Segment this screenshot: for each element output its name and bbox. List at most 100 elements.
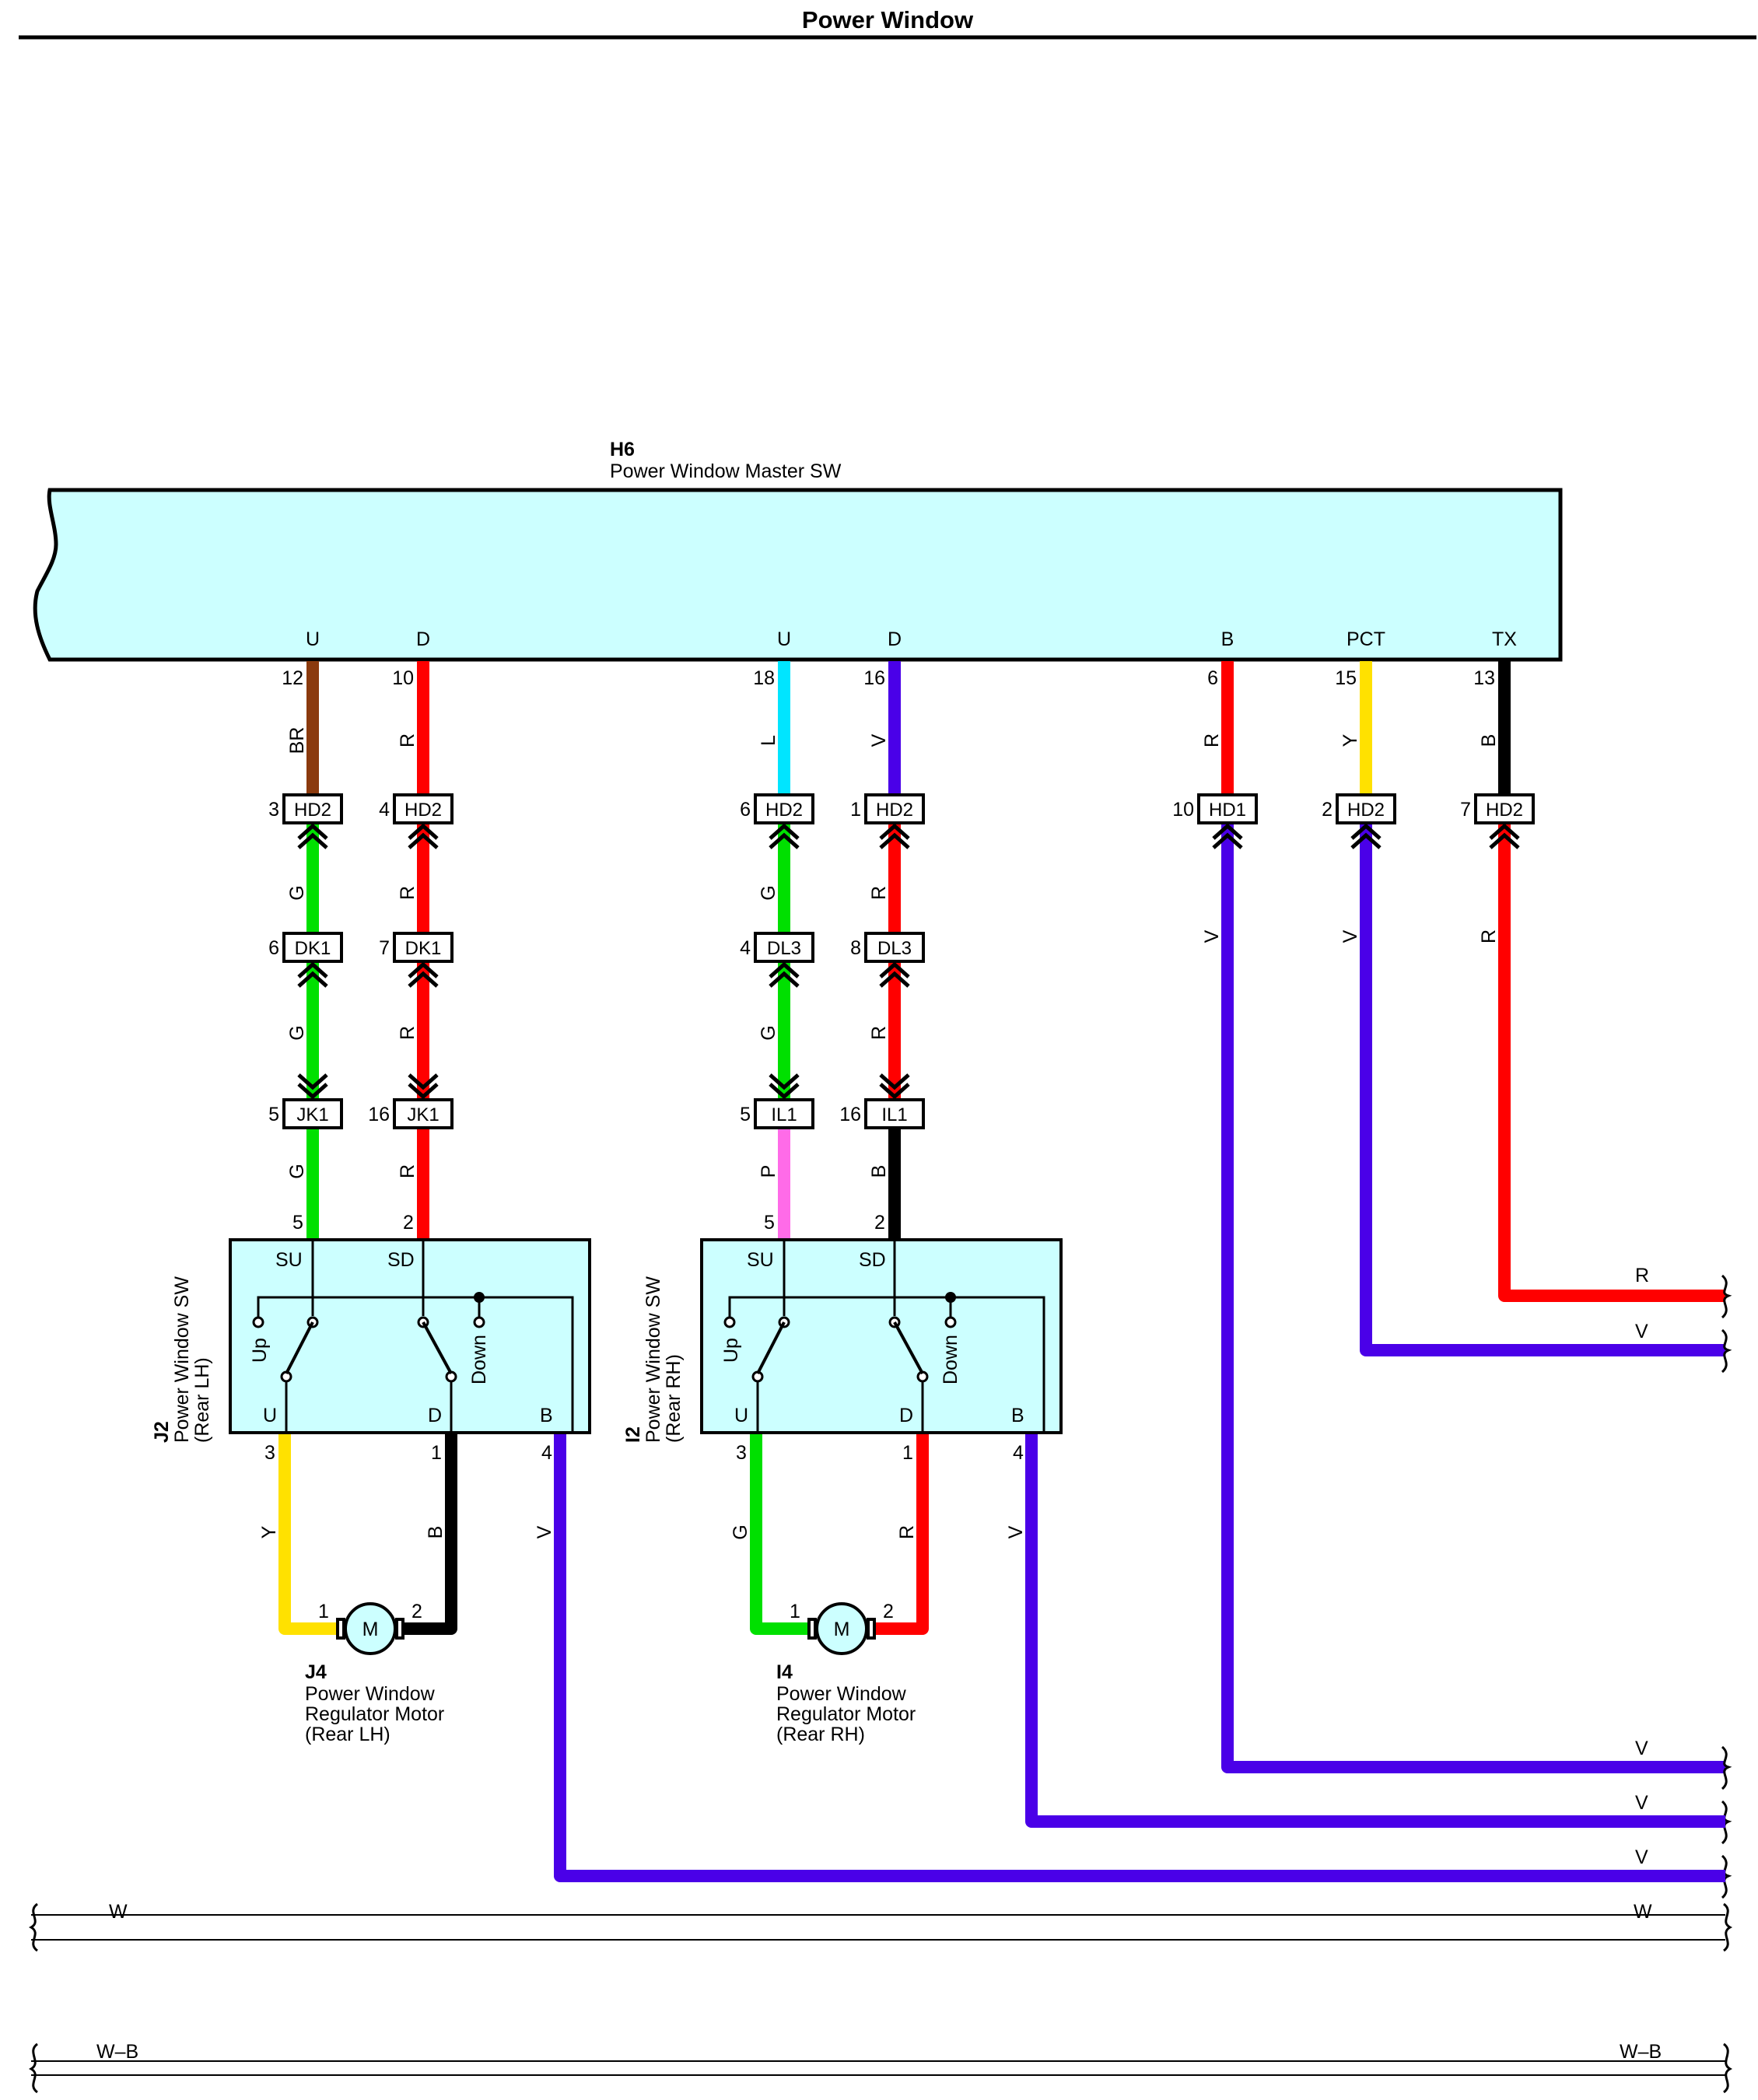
connector-name: HD2 [1347, 800, 1385, 821]
motor-bracket [336, 1618, 345, 1640]
motor-name-line3: (Rear LH) [305, 1724, 390, 1745]
wire-color-label: G [758, 885, 779, 900]
switch-line [728, 1296, 952, 1319]
up-label: Up [249, 1338, 271, 1363]
chevron-up-icon [408, 832, 439, 849]
bus-w-right-label: W [1634, 1901, 1652, 1923]
connector-name: DL3 [877, 938, 912, 959]
pin-label: 4 [541, 1442, 552, 1464]
pin-label: 18 [753, 667, 775, 689]
wire-color-label: G [286, 1164, 308, 1178]
switch-blade [285, 1321, 314, 1374]
right-edge-wire-labels: R V V V V [1635, 1265, 1649, 1868]
wire-label: V [1635, 1846, 1648, 1868]
pin-label: 12 [282, 667, 303, 689]
master-switch-id: H6 [610, 439, 635, 460]
wire-v [1360, 823, 1725, 1356]
wire-color-label: R [397, 733, 418, 747]
switch-blade [756, 1321, 786, 1374]
motor-pin: 1 [790, 1601, 800, 1622]
connector-name: HD1 [1209, 800, 1246, 821]
su-label: SU [275, 1249, 303, 1271]
contact [252, 1316, 264, 1328]
terminal-label: B [1221, 628, 1234, 650]
motor-id: J4 [305, 1661, 327, 1683]
bus-line-wb: W–B W–B [28, 2041, 1733, 2094]
connector-box [754, 793, 814, 824]
wire-label: V [1635, 1792, 1648, 1814]
chevron-up-icon [879, 971, 910, 988]
chevron-up-icon [769, 971, 800, 988]
down-label: Down [468, 1335, 490, 1384]
pin-label: 4 [1013, 1442, 1024, 1464]
connector-name: HD2 [1486, 800, 1523, 821]
motor-name-line2: Regulator Motor [305, 1703, 444, 1725]
wire-color-label: R [397, 1026, 418, 1040]
wire-y [278, 1433, 339, 1635]
connector-box [864, 1098, 925, 1129]
chevron-up-icon [1212, 832, 1243, 849]
chevron-up-icon [297, 971, 328, 988]
chevron-up-icon [769, 832, 800, 849]
rear-lh-switch-labels: SU SD U D B Up Down 5 2 3 1 4 J2 Power W… [151, 1212, 553, 1464]
sd-label: SD [387, 1249, 415, 1271]
connector-box [754, 1098, 814, 1129]
connector-box [282, 932, 343, 963]
break-mark [1721, 1328, 1732, 1374]
wire-color-label: V [1005, 1525, 1027, 1538]
chevron-up-icon [408, 961, 439, 978]
connector-box [754, 932, 814, 963]
wire-color-label: V [534, 1525, 555, 1538]
connector-name: JK1 [407, 1104, 439, 1125]
wire-v [1221, 823, 1725, 1773]
wire-label: V [1635, 1738, 1648, 1759]
wire-color-label: G [286, 1025, 308, 1040]
wire-label: R [1635, 1265, 1649, 1286]
break-mark [1721, 1800, 1732, 1845]
rear-rh-switch-name: Power Window SW [643, 1276, 664, 1443]
terminal-label: U [306, 628, 320, 650]
wire-color-label: P [758, 1165, 779, 1178]
pin-label: 5 [292, 1212, 303, 1234]
rear-rh-switch-box [700, 1238, 1063, 1434]
chevron-up-icon [769, 961, 800, 978]
chevron-down-icon [879, 1083, 910, 1100]
connector-name: HD2 [294, 800, 331, 821]
motor-pin: 2 [411, 1601, 422, 1622]
connector-pin: 16 [368, 1104, 390, 1125]
motor-id: I4 [776, 1661, 793, 1683]
wire-color-label: G [758, 1025, 779, 1040]
connector-box [1474, 793, 1535, 824]
motor-symbol: M [834, 1619, 850, 1640]
break-mark-left [28, 2042, 39, 2094]
break-mark-right [1722, 1902, 1733, 1952]
terminal-label: U [777, 628, 791, 650]
wire-color-label: R [868, 886, 890, 900]
motor-name-line2: Regulator Motor [776, 1703, 916, 1725]
rear-rh-switch-labels: SU SD U D B Up Down 5 2 3 1 4 I2 Power W… [622, 1212, 1024, 1464]
rear-lh-switch-id: J2 [151, 1421, 173, 1443]
chevron-up-icon [1212, 823, 1243, 840]
rear-lh-switch-sub: (Rear LH) [191, 1357, 213, 1443]
pin-label: 3 [264, 1442, 275, 1464]
motor-bracket [395, 1618, 404, 1640]
connector-name: HD2 [765, 800, 803, 821]
motor-pin: 2 [883, 1601, 894, 1622]
rear-lh-switch-box [229, 1238, 591, 1434]
b-terminal-label: B [540, 1405, 553, 1426]
chevron-down-icon [408, 1083, 439, 1100]
wire-color-label: V [868, 733, 890, 747]
connector-box [393, 793, 454, 824]
chevron-down-icon [769, 1083, 800, 1100]
switch-internals [252, 1240, 1045, 1433]
rear-rh-switch-sub: (Rear RH) [663, 1354, 685, 1443]
pin-label: 10 [392, 667, 414, 689]
connector-name: DK1 [295, 938, 331, 959]
contact [944, 1316, 957, 1328]
connector-pin: 7 [1460, 799, 1471, 821]
switch-line [951, 1296, 1045, 1433]
connector-name: JK1 [296, 1104, 328, 1125]
connector-pin: 5 [268, 1104, 279, 1125]
